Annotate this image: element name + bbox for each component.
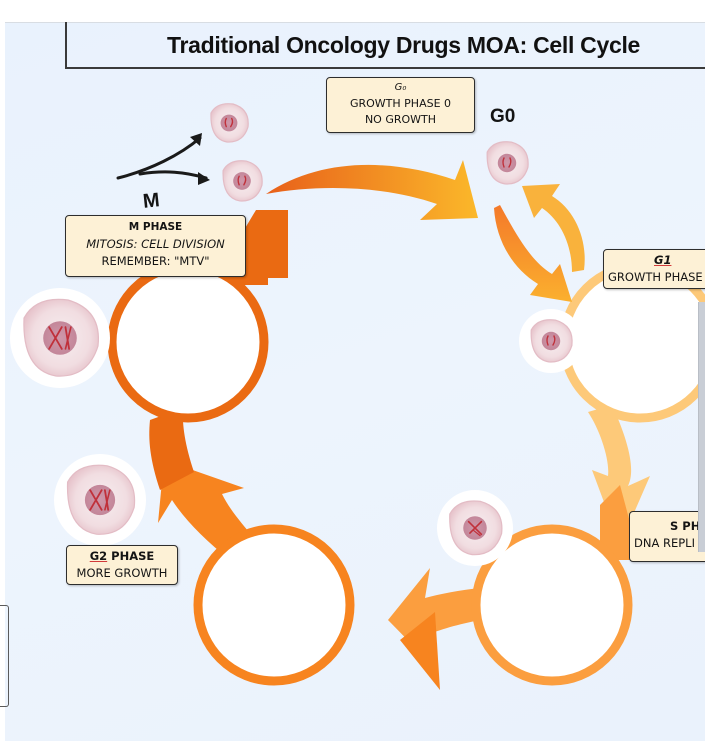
chromosome: [64, 326, 70, 350]
cell-g1: [519, 309, 583, 373]
label-g1: G1 Growth Phase: [603, 249, 705, 289]
chromosome: [230, 117, 234, 128]
arrow-g0-to-g1: [494, 205, 572, 302]
cell-nucleus: [84, 484, 116, 516]
chromosome: [64, 326, 72, 350]
page-title: Traditional Oncology Drugs MOA: Cell Cyc…: [167, 32, 641, 58]
m-phase-ring: [107, 261, 269, 423]
chromosome: [552, 335, 556, 346]
arrow-m-up: [232, 210, 288, 285]
chromosome: [546, 335, 549, 346]
label-g2-phase: G2 Phase More Growth: [66, 545, 178, 585]
g2-phase-ring: [193, 524, 355, 686]
cell-g0: [486, 141, 529, 185]
label-g2-rest: Phase: [107, 549, 155, 563]
label-g1-desc: Growth Phase: [608, 270, 703, 284]
label-g0-desc: No Growth: [364, 113, 437, 126]
chromosome: [508, 157, 512, 168]
chromosome: [469, 520, 483, 534]
arrow-g2-to-m: [158, 460, 256, 560]
cell-m: [10, 288, 110, 388]
m-marker: M: [141, 189, 161, 213]
arrow-g1-to-g0: [522, 184, 585, 272]
chromosome: [473, 529, 481, 537]
label-s-title: S Pha: [670, 519, 705, 533]
label-m-phase: M Phase Mitosis: Cell Division Remember:…: [65, 215, 246, 277]
label-g1-title: G1: [654, 253, 672, 267]
label-g0-symbol: G₀: [394, 82, 407, 93]
arrow-g1-to-s: [588, 405, 650, 545]
label-s-desc: DNA Repli: [634, 536, 695, 550]
cell-s: [437, 490, 513, 566]
cell-g2: [54, 454, 146, 546]
cell-m-daughter-bottom: [222, 160, 263, 202]
label-g2-desc: More Growth: [76, 566, 168, 580]
label-s-phase: S Pha DNA Repli: [629, 511, 705, 562]
side-panel-edge: [0, 605, 9, 707]
cell-nucleus: [497, 153, 517, 173]
label-m-desc: Mitosis: Cell Division: [86, 237, 225, 251]
arrow-base-g2: [400, 612, 440, 690]
chromosome: [224, 117, 227, 128]
label-g2-title: G2 Phase: [67, 548, 177, 565]
mitosis-arrowhead-top: [190, 133, 202, 146]
cell-nucleus: [233, 172, 251, 190]
cell-nucleus: [541, 331, 561, 351]
label-g2-code: G2: [89, 549, 108, 563]
label-g0: G₀ Growth Phase 0 No Growth: [326, 77, 475, 133]
label-g0-title: Growth Phase 0: [349, 97, 452, 110]
g0-marker: G0: [490, 106, 516, 127]
chromosome: [104, 489, 111, 511]
cell-nucleus: [220, 114, 238, 132]
chromosome: [502, 157, 505, 168]
cell-nucleus: [43, 321, 77, 355]
cell-m-daughter-top: [210, 103, 249, 143]
chromosome: [237, 175, 240, 186]
arrow-m-to-g0: [266, 160, 478, 220]
mitosis-arrowhead-bottom: [198, 172, 210, 185]
chromosome: [243, 175, 247, 186]
label-m-mnemonic: Remember: "MTV": [101, 254, 210, 268]
title-banner: Traditional Oncology Drugs MOA: Cell Cyc…: [65, 22, 705, 69]
scrollbar[interactable]: [698, 302, 705, 552]
arrow-m-lower: [149, 408, 194, 490]
mitosis-split-arrow: [116, 136, 208, 180]
s-phase-ring: [471, 524, 633, 686]
label-m-title: M Phase: [128, 221, 183, 233]
chromosome: [48, 326, 63, 350]
chromosome: [89, 489, 103, 511]
